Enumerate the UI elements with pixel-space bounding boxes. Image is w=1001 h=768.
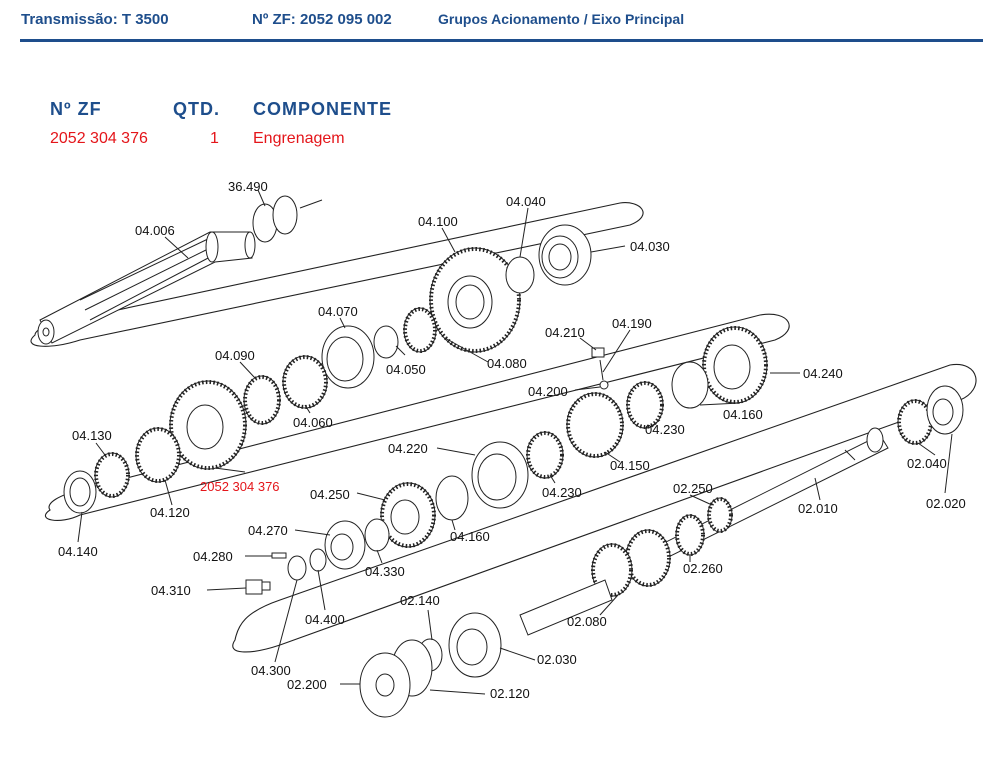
col-header-qty: QTD.	[173, 99, 220, 119]
label-02-250[interactable]: 02.250	[673, 481, 713, 496]
ring-04-040[interactable]	[505, 256, 535, 294]
nut-04-300[interactable]	[287, 555, 307, 581]
label-02-010[interactable]: 02.010	[798, 501, 838, 516]
row-component[interactable]: Engrenagem	[253, 130, 345, 147]
synchro-04-220[interactable]	[471, 441, 529, 509]
bearing-04-030[interactable]	[538, 224, 592, 286]
ball-04-200[interactable]	[599, 380, 609, 390]
label-04-050[interactable]: 04.050	[386, 362, 426, 377]
gear-04-100[interactable]	[429, 247, 521, 353]
ring-04-330[interactable]	[364, 518, 390, 552]
pin-04-280[interactable]	[271, 552, 287, 559]
needle-cage-04-230-upper[interactable]	[626, 381, 664, 429]
label-04-330[interactable]: 04.330	[365, 564, 405, 579]
label-04-230-upper[interactable]: 04.230	[645, 422, 685, 437]
synchro-ring-04-160-upper[interactable]	[671, 361, 709, 409]
sleeve-04-050[interactable]	[373, 325, 399, 359]
transmission-title: Transmissão: T 3500	[21, 11, 169, 28]
label-04-130[interactable]: 04.130	[72, 428, 112, 443]
label-02-200[interactable]: 02.200	[287, 677, 327, 692]
label-02-080[interactable]: 02.080	[567, 614, 607, 629]
label-04-240[interactable]: 04.240	[803, 366, 843, 381]
col-header-component: COMPONENTE	[253, 99, 393, 119]
label-02-140[interactable]: 02.140	[400, 593, 440, 608]
spring-04-190[interactable]	[599, 359, 604, 381]
label-04-090[interactable]: 04.090	[215, 348, 255, 363]
label-04-280[interactable]: 04.280	[193, 549, 233, 564]
label-04-040[interactable]: 04.040	[506, 194, 546, 209]
label-04-100[interactable]: 04.100	[418, 214, 458, 229]
group-title[interactable]: Grupos Acionamento / Eixo Principal	[438, 11, 685, 27]
gear-04-240[interactable]	[702, 326, 768, 404]
leader-lines	[77, 189, 953, 695]
label-04-070[interactable]: 04.070	[318, 304, 358, 319]
label-04-230-lower[interactable]: 04.230	[542, 485, 582, 500]
label-02-030[interactable]: 02.030	[537, 652, 577, 667]
bearing-04-270[interactable]	[324, 520, 366, 570]
hub-04-150[interactable]	[566, 392, 624, 458]
washer-04-140[interactable]	[63, 470, 97, 514]
label-highlighted-part[interactable]: 2052 304 376	[200, 479, 280, 494]
page-header: Transmissão: T 3500 Nº ZF: 2052 095 002 …	[0, 0, 1001, 44]
gear-04-120[interactable]	[135, 427, 181, 483]
label-04-160-lower[interactable]: 04.160	[450, 529, 490, 544]
label-02-040[interactable]: 02.040	[907, 456, 947, 471]
hub-04-060[interactable]	[282, 355, 328, 409]
needle-cage-04-230-lower[interactable]	[526, 431, 564, 479]
synchro-ring-04-160-lower[interactable]	[435, 475, 469, 521]
col-header-zf: Nº ZF	[50, 99, 102, 119]
label-04-210[interactable]: 04.210	[545, 325, 585, 340]
washer-04-400[interactable]	[309, 548, 327, 572]
gear-02-080[interactable]	[519, 529, 671, 636]
label-04-006[interactable]: 04.006	[135, 223, 175, 238]
label-02-120[interactable]: 02.120	[490, 686, 530, 701]
gear-02-250[interactable]	[707, 497, 733, 533]
component-table: Nº ZF QTD. COMPONENTE 2052 304 376 1 Eng…	[0, 96, 500, 156]
gear-group-outline	[44, 313, 790, 521]
callout-labels: 36.490 04.006 04.100 04.040 04.030 04.07…	[58, 179, 966, 701]
label-04-270[interactable]: 04.270	[248, 523, 288, 538]
label-04-030[interactable]: 04.030	[630, 239, 670, 254]
label-04-190[interactable]: 04.190	[612, 316, 652, 331]
key-04-210[interactable]	[591, 347, 605, 358]
label-02-020[interactable]: 02.020	[926, 496, 966, 511]
label-04-120[interactable]: 04.120	[150, 505, 190, 520]
gear-04-250[interactable]	[380, 482, 436, 548]
bearing-02-030[interactable]	[448, 612, 502, 678]
snap-rings[interactable]	[252, 195, 323, 243]
label-02-260[interactable]: 02.260	[683, 561, 723, 576]
header-divider	[20, 39, 983, 42]
synchro-ring-04-070[interactable]	[321, 325, 375, 389]
label-04-080[interactable]: 04.080	[487, 356, 527, 371]
needle-cage-04-090[interactable]	[243, 375, 281, 425]
label-04-200[interactable]: 04.200	[528, 384, 568, 399]
bearing-02-020[interactable]	[926, 385, 964, 435]
label-04-140[interactable]: 04.140	[58, 544, 98, 559]
needle-cage-04-130[interactable]	[94, 452, 130, 498]
label-04-310[interactable]: 04.310	[151, 583, 191, 598]
label-04-150[interactable]: 04.150	[610, 458, 650, 473]
gear-02-260[interactable]	[675, 514, 705, 556]
label-04-160-upper[interactable]: 04.160	[723, 407, 763, 422]
main-shaft[interactable]	[37, 231, 256, 345]
label-04-060[interactable]: 04.060	[293, 415, 333, 430]
row-zf-number[interactable]: 2052 304 376	[50, 130, 148, 147]
washer-02-200[interactable]	[359, 652, 411, 718]
bolt-04-310[interactable]	[245, 579, 271, 595]
countershaft-group-outline	[232, 363, 977, 653]
needle-cage-04-080[interactable]	[403, 307, 437, 353]
label-04-250[interactable]: 04.250	[310, 487, 350, 502]
zf-number: Nº ZF: 2052 095 002	[252, 11, 392, 28]
row-quantity: 1	[210, 130, 219, 147]
label-04-400[interactable]: 04.400	[305, 612, 345, 627]
label-36-490[interactable]: 36.490	[228, 179, 268, 194]
label-04-300[interactable]: 04.300	[251, 663, 291, 678]
highlighted-gear[interactable]	[169, 380, 247, 470]
label-04-220[interactable]: 04.220	[388, 441, 428, 456]
